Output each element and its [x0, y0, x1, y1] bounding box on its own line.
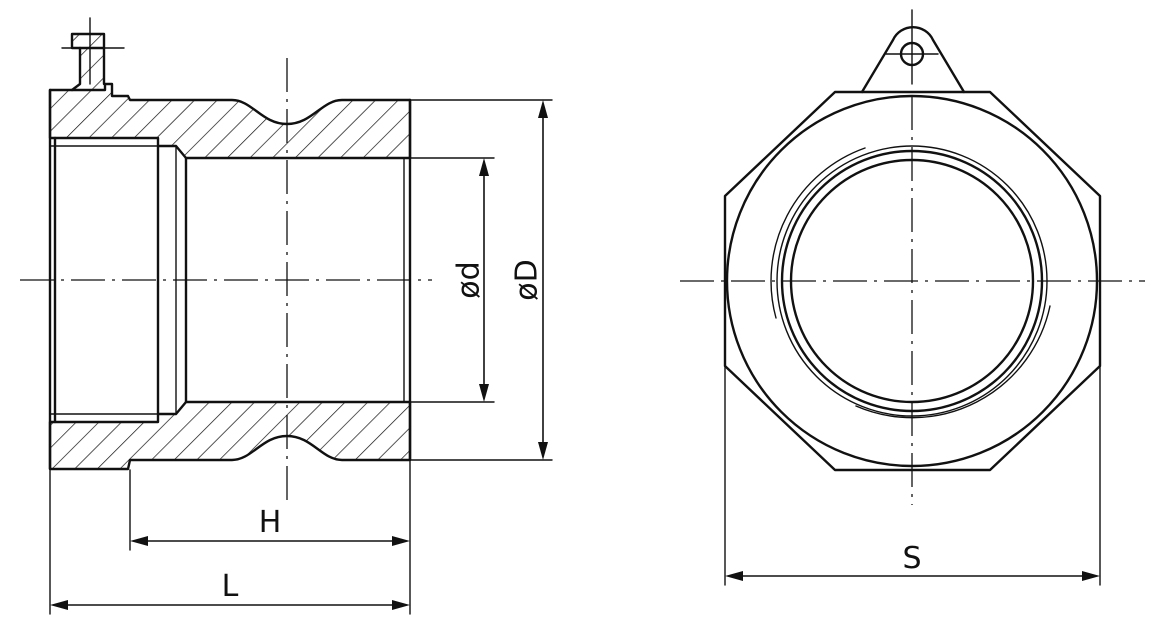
- hex-body-outline: [723, 90, 1102, 472]
- dimension-inner-diameter: ød: [452, 158, 489, 402]
- h-label: H: [259, 505, 282, 540]
- end-view: S: [680, 9, 1145, 586]
- top-wall-section: [50, 84, 410, 158]
- mounting-lug-section: [61, 17, 125, 92]
- dimension-h: H: [130, 505, 410, 546]
- inner-diameter-label: ød: [452, 261, 487, 298]
- section-view: ød øD H L: [20, 17, 553, 615]
- mounting-ear: [860, 9, 966, 94]
- l-label: L: [222, 569, 239, 604]
- outer-diameter-label: øD: [510, 259, 545, 300]
- dimension-outer-diameter: øD: [510, 100, 548, 460]
- s-label: S: [902, 541, 921, 576]
- dimension-s: S: [725, 541, 1100, 581]
- dimension-l: L: [50, 569, 410, 610]
- bottom-wall-section: [50, 402, 410, 469]
